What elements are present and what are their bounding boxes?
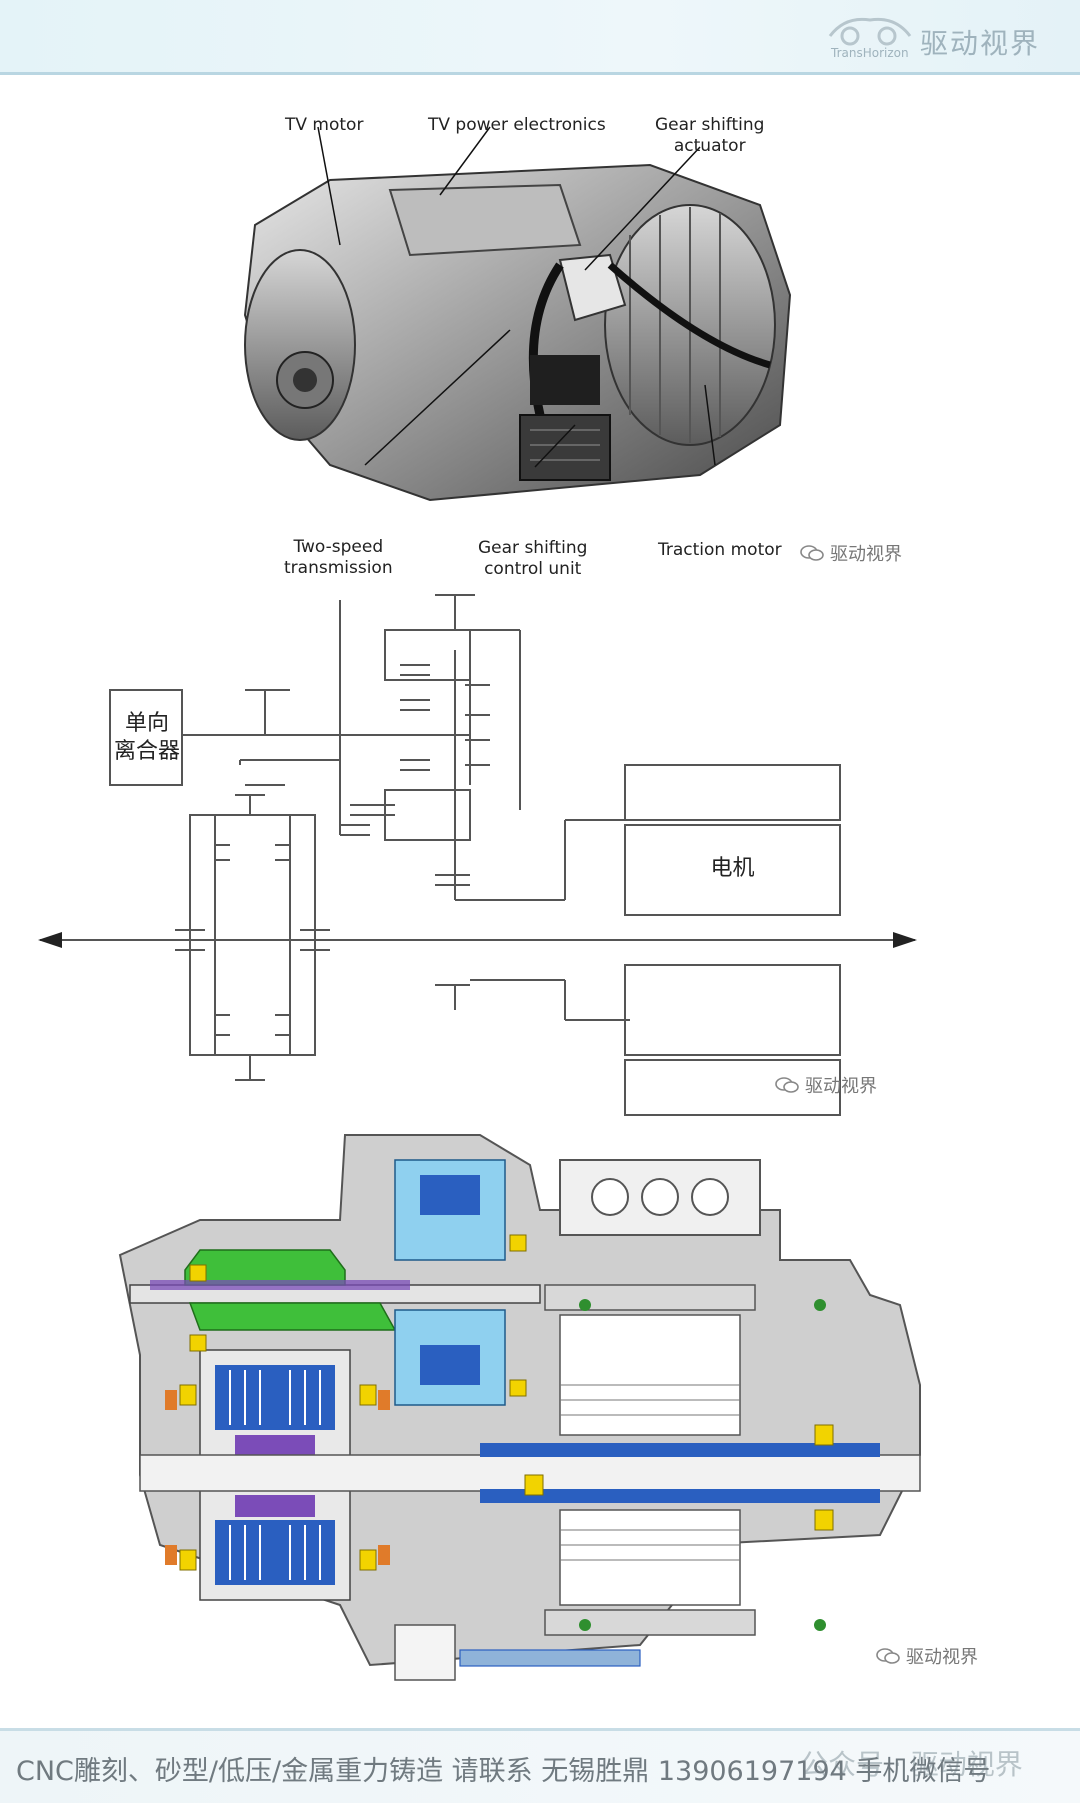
header-bar: 驱动视界 TransHorizon	[0, 0, 1080, 75]
callout-gear-shifting-actuator-line1: Gear shifting	[655, 115, 765, 135]
wechat-icon	[876, 1648, 900, 1664]
brand-subtitle: TransHorizon	[831, 46, 909, 60]
seals	[165, 1299, 826, 1631]
cutaway-section: 驱动视界	[0, 1125, 1080, 1725]
one-way-clutch-label-line2: 离合器	[113, 739, 180, 764]
callout-traction-motor: Traction motor	[658, 540, 782, 560]
schematic-section: 单向 离合器 电机 驱动视界	[0, 590, 1080, 1120]
motor-label: 电机	[710, 856, 755, 881]
clutch-hub-lower	[235, 1495, 315, 1517]
product-photo-section: TV motor TV power electronics Gear shift…	[0, 95, 1080, 590]
callout-tv-motor: TV motor	[285, 115, 364, 135]
callout-two-speed-line2: transmission	[284, 558, 393, 578]
brand-name: 驱动视界	[920, 27, 1041, 60]
pump-chain	[459, 1649, 641, 1667]
planet-gear-upper	[420, 1175, 480, 1215]
footer-bar: 公众号 · 驱动视界 CNC雕刻、砂型/低压/金属重力铸造 请联系 无锡胜鼎 1…	[0, 1728, 1080, 1803]
callout-gear-shifting-actuator-line2: actuator	[673, 136, 746, 156]
gearbox-end-cover	[244, 249, 356, 441]
gear-shift-control-unit	[519, 414, 611, 481]
gear-shift-actuator	[558, 253, 627, 322]
flange-hub	[293, 368, 317, 392]
watermark-schematic-text: 驱动视界	[805, 1076, 877, 1097]
one-way-clutch-label: 单向 离合器	[112, 710, 182, 766]
footer-watermark: 公众号 · 驱动视界	[800, 1748, 1023, 1781]
bearings	[179, 1234, 834, 1571]
purple-shaft-strip	[150, 1280, 410, 1290]
stator-top	[544, 1284, 756, 1311]
planet-gear-lower	[420, 1345, 480, 1385]
motor-shaft-lower	[480, 1489, 880, 1503]
motor-box-lower	[624, 964, 841, 1056]
motor-box-top	[624, 764, 841, 821]
callout-gear-shifting-control-unit: Gear shifting control unit	[478, 538, 587, 580]
motor-rotor-upper	[559, 1314, 741, 1436]
one-way-clutch-label-line1: 单向	[124, 711, 169, 736]
oil-pump	[394, 1624, 456, 1681]
wechat-icon	[800, 545, 824, 561]
connector-block	[530, 355, 600, 405]
callout-two-speed-line1: Two-speed	[293, 537, 384, 557]
cooling-hose	[607, 262, 771, 369]
green-gear-lower	[188, 1302, 397, 1331]
brand-logo: 驱动视界 TransHorizon	[825, 10, 1055, 62]
green-gear-upper	[184, 1249, 346, 1286]
watermark-photo: 驱动视界	[800, 540, 902, 566]
car-logo-icon	[828, 17, 912, 46]
clutch-pack-lower	[215, 1520, 335, 1585]
watermark-cutaway-text: 驱动视界	[906, 1647, 978, 1668]
callout-gear-shifting-actuator: Gear shifting actuator	[655, 115, 764, 157]
motor-box-bottom	[624, 1059, 841, 1116]
differential-box	[189, 814, 316, 1056]
callout-gear-control-line2: control unit	[484, 559, 582, 579]
motor-rotor-lower	[559, 1509, 741, 1606]
watermark-cutaway: 驱动视界	[876, 1643, 978, 1669]
one-way-clutch-box	[109, 689, 183, 786]
wechat-icon	[775, 1077, 799, 1093]
stator-bottom	[544, 1609, 756, 1636]
watermark-photo-text: 驱动视界	[830, 544, 902, 565]
right-arrow-head	[893, 932, 917, 948]
left-arrow-head	[38, 932, 62, 948]
kinematic-schematic	[38, 594, 917, 1116]
clutch-pack-upper	[215, 1365, 335, 1430]
motor-shaft-upper	[480, 1443, 880, 1457]
motor-box-main	[624, 824, 841, 916]
drive-unit-render	[243, 126, 792, 502]
clutch-hub-upper	[235, 1435, 315, 1457]
power-electronics-box	[388, 183, 582, 257]
watermark-schematic: 驱动视界	[775, 1072, 877, 1098]
callout-gear-control-line1: Gear shifting	[478, 538, 588, 558]
cutaway-drawing	[118, 1134, 921, 1681]
footer-contact-text: CNC雕刻、砂型/低压/金属重力铸造 请联系 无锡胜鼎 13906197194 …	[16, 1756, 991, 1787]
callout-tv-power-electronics: TV power electronics	[428, 115, 606, 135]
callout-two-speed-transmission: Two-speed transmission	[284, 537, 393, 579]
